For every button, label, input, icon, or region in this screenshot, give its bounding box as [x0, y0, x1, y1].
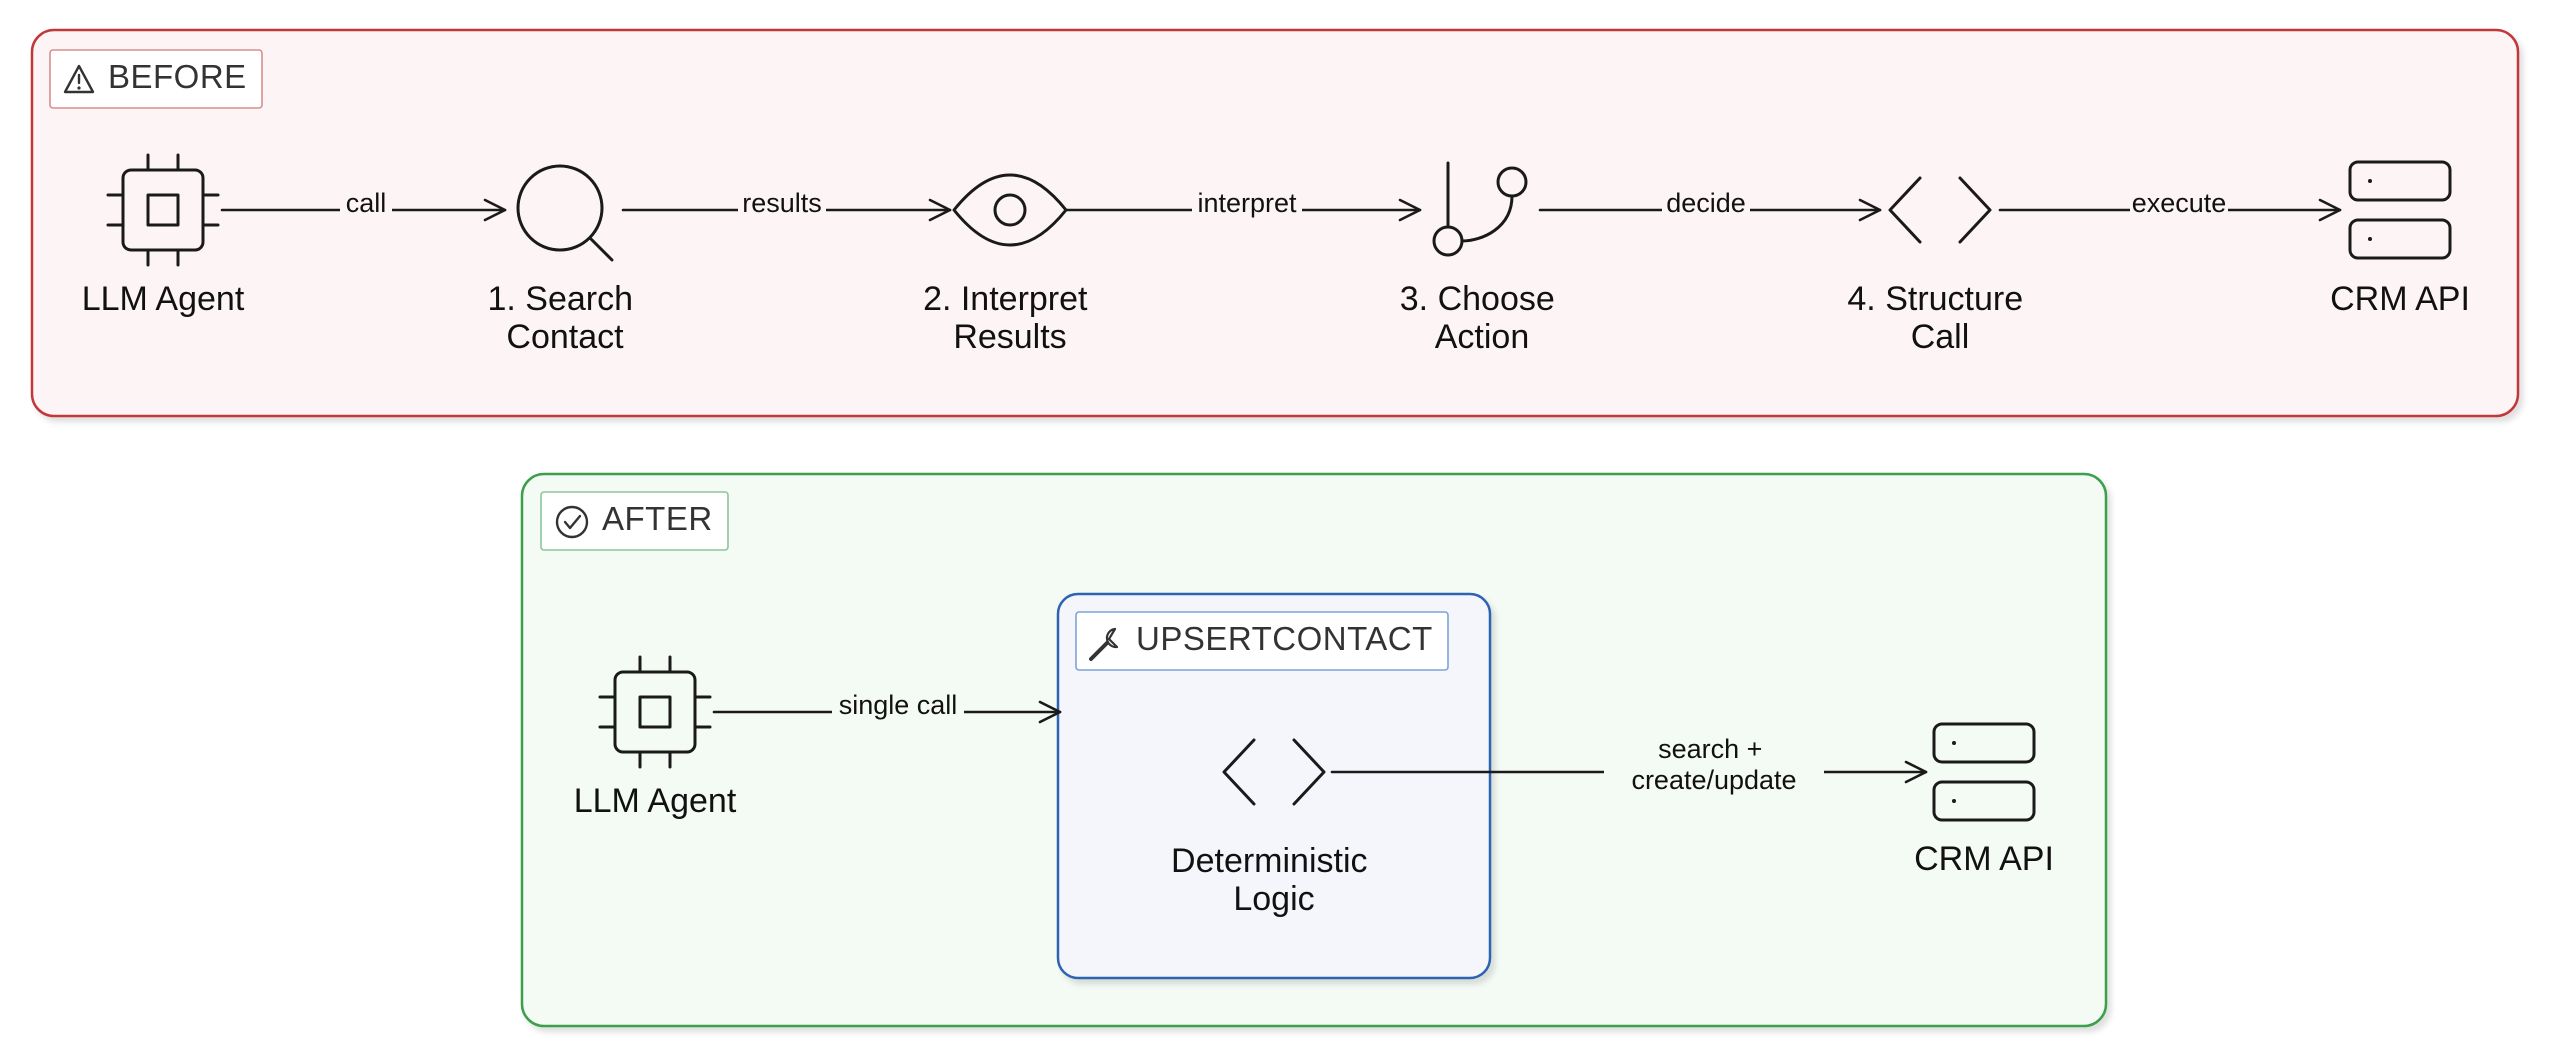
before-node-choose-action: 3. Choose Action: [1400, 161, 1564, 356]
svg-text:Deterministic Logic: Deterministic Logic: [1171, 842, 1377, 918]
before-edge-execute: execute: [1998, 186, 2342, 222]
node-label-line2: Contact: [506, 318, 624, 356]
server-icon: [1932, 722, 2036, 822]
before-edge-call: call: [220, 186, 507, 222]
node-label: CRM API: [1914, 840, 2054, 878]
after-tag: AFTER: [540, 491, 729, 551]
before-node-crm-api: CRM API: [2330, 160, 2470, 318]
before-node-search-contact: 1. Search Contact: [488, 164, 643, 356]
node-label: CRM API: [2330, 280, 2470, 318]
edge-label: call: [346, 188, 387, 218]
before-edge-interpret: interpret: [1065, 186, 1422, 222]
after-edge-search-create-update: search + create/update: [1330, 728, 1928, 796]
svg-text:LLM Agent: LLM Agent: [82, 280, 245, 318]
before-edge-results: results: [621, 186, 952, 222]
before-panel: BEFORE LLM Agent: [30, 28, 2520, 418]
chip-icon: [106, 153, 220, 267]
svg-text:4. Structure Call: 4. Structure Call: [1847, 280, 2032, 356]
before-node-structure-call: 4. Structure Call: [1847, 176, 2032, 356]
search-icon: [516, 164, 614, 262]
node-label-line1: 1. Search: [488, 280, 634, 318]
after-panel: AFTER LLM Agent: [520, 472, 2108, 1028]
tool-logic-line1: Deterministic: [1171, 842, 1367, 880]
before-node-interpret-results: 2. Interpret Results: [923, 173, 1097, 356]
after-node-llm-agent: LLM Agent: [574, 655, 737, 820]
before-tag: BEFORE: [49, 49, 263, 109]
edge-label: single call: [839, 690, 958, 720]
edge-label-line2: create/update: [1631, 765, 1796, 795]
node-label-line2: Results: [953, 318, 1066, 356]
before-panel-frame: [30, 28, 2520, 418]
tool-tag: UPSERTCONTACT: [1075, 611, 1449, 671]
svg-text:3. Choose Action: 3. Choose Action: [1400, 280, 1564, 356]
svg-text:2. Interpret Results: 2. Interpret Results: [923, 280, 1097, 356]
after-edge-single-call: single call: [712, 688, 1062, 724]
warning-icon: [63, 64, 95, 94]
after-tool-upsertcontact: UPSERTCONTACT Deterministic Logic: [1056, 592, 1492, 980]
svg-text:CRM API: CRM API: [2330, 280, 2470, 318]
before-edge-decide: decide: [1538, 186, 1882, 222]
check-circle-icon: [555, 505, 589, 539]
node-label: LLM Agent: [574, 782, 737, 820]
after-tag-label: AFTER: [602, 500, 713, 537]
edge-label: interpret: [1197, 188, 1297, 218]
code-icon: [1222, 738, 1326, 806]
git-branch-icon: [1432, 161, 1528, 257]
tool-logic-line2: Logic: [1233, 880, 1314, 918]
svg-text:search + create/update: search + create/update: [1631, 734, 1796, 795]
before-tag-label: BEFORE: [108, 58, 247, 95]
chip-icon: [598, 655, 712, 769]
node-label-line1: 3. Choose: [1400, 280, 1555, 318]
before-node-llm-agent: LLM Agent: [82, 153, 245, 318]
code-icon: [1888, 176, 1992, 244]
server-icon: [2348, 160, 2452, 260]
svg-text:1. Search Contact: 1. Search Contact: [488, 280, 643, 356]
node-label-line1: 4. Structure: [1847, 280, 2023, 318]
wrench-icon: [1089, 627, 1119, 661]
after-node-crm-api: CRM API: [1914, 722, 2054, 878]
node-label-line2: Call: [1911, 318, 1970, 356]
node-label-line2: Action: [1435, 318, 1530, 356]
svg-text:CRM API: CRM API: [1914, 840, 2054, 878]
edge-label-line1: search +: [1658, 734, 1762, 764]
edge-label: results: [742, 188, 822, 218]
svg-text:LLM Agent: LLM Agent: [574, 782, 737, 820]
edge-label: decide: [1666, 188, 1746, 218]
tool-frame: [1056, 592, 1492, 980]
node-label-line1: 2. Interpret: [923, 280, 1088, 318]
edge-label: execute: [2132, 188, 2227, 218]
tool-tag-label: UPSERTCONTACT: [1136, 620, 1433, 657]
node-label: LLM Agent: [82, 280, 245, 318]
